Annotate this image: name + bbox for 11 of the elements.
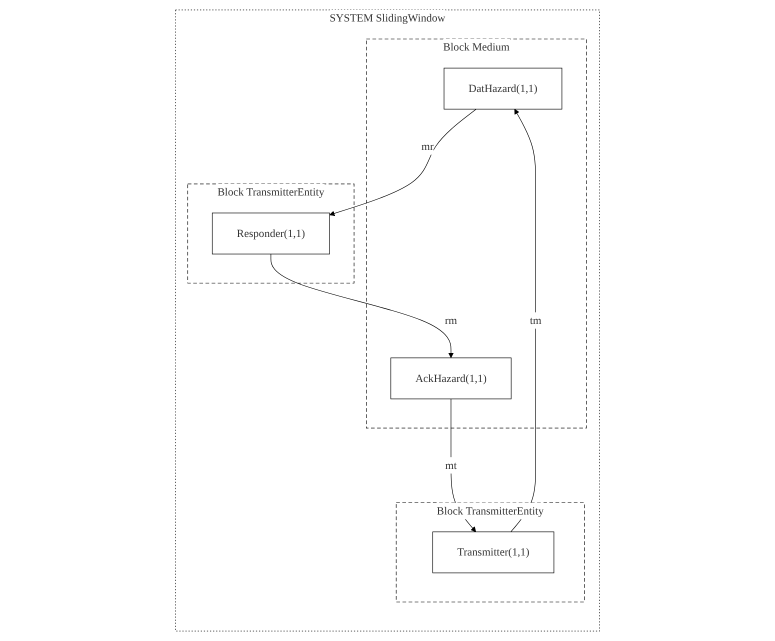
arrow <box>510 108 536 532</box>
node-box: DatHazard(1,1) <box>444 68 562 110</box>
arrow <box>270 254 454 358</box>
edge-label: mt <box>445 458 457 472</box>
node-box: Transmitter(1,1) <box>432 532 554 574</box>
node-box: Responder(1,1) <box>212 212 330 254</box>
arrow <box>329 108 477 216</box>
edge-label: tm <box>530 314 542 326</box>
edge-label: mr <box>421 140 434 152</box>
edge-label: rm <box>444 314 458 326</box>
node-box: AckHazard(1,1) <box>390 358 512 400</box>
